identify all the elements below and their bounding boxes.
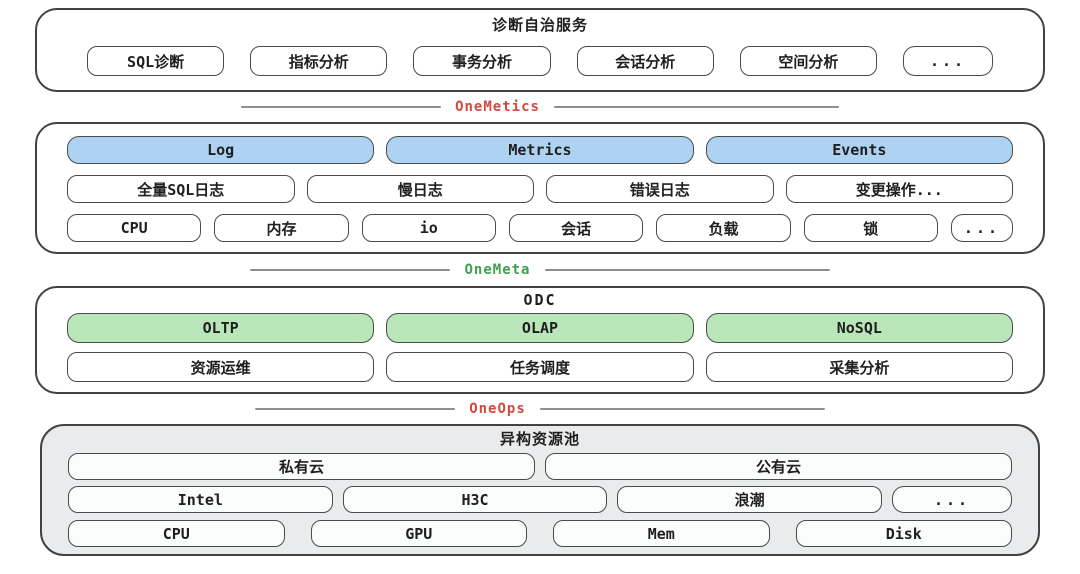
diagnosis-items-row: SQL诊断 指标分析 事务分析 会话分析 空间分析 ... <box>37 46 1043 76</box>
box-full-sql-log: 全量SQL日志 <box>67 175 295 203</box>
cloud-row: 私有云 公有云 <box>42 453 1038 480</box>
divider-line-left <box>250 269 451 271</box>
box-space-analysis: 空间分析 <box>739 46 878 76</box>
divider-line-left <box>241 106 442 108</box>
box-events: Events <box>705 136 1013 164</box>
divider-line-right <box>539 408 825 410</box>
box-nosql: NoSQL <box>705 313 1013 343</box>
divider-onemetics-label: OneMetics <box>455 99 540 115</box>
diagnosis-service-panel: 诊断自治服务 SQL诊断 指标分析 事务分析 会话分析 空间分析 ... <box>35 8 1045 92</box>
divider-onemeta: OneMeta <box>35 254 1045 286</box>
resource-pool-title: 异构资源池 <box>499 430 580 448</box>
onemetics-category-row: Log Metrics Events <box>37 136 1043 164</box>
box-inspur: 浪潮 <box>617 486 883 513</box>
vendor-row: Intel H3C 浪潮 ... <box>42 486 1038 513</box>
box-sql-diagnosis: SQL诊断 <box>87 46 225 76</box>
box-metric-analysis: 指标分析 <box>250 46 388 76</box>
box-olap: OLAP <box>386 313 694 343</box>
box-log: Log <box>67 136 375 164</box>
box-gpu: GPU <box>310 520 527 547</box>
box-memory-metric: 内存 <box>214 214 349 242</box>
divider-line-right <box>553 106 839 108</box>
box-metric-more: ... <box>950 214 1013 242</box>
box-private-cloud: 私有云 <box>68 453 535 480</box>
box-load-metric: 负载 <box>656 214 791 242</box>
box-oltp: OLTP <box>67 313 375 343</box>
box-slow-log: 慢日志 <box>306 175 534 203</box>
box-metrics: Metrics <box>386 136 694 164</box>
architecture-diagram: 诊断自治服务 SQL诊断 指标分析 事务分析 会话分析 空间分析 ... One… <box>35 8 1045 556</box>
odc-engine-row: OLTP OLAP NoSQL <box>37 313 1043 343</box>
divider-oneops: OneOps <box>35 394 1045 424</box>
odc-service-row: 资源运维 任务调度 采集分析 <box>37 352 1043 382</box>
box-disk: Disk <box>795 520 1012 547</box>
divider-line-right <box>544 269 830 271</box>
box-transaction-analysis: 事务分析 <box>413 46 551 76</box>
onemetics-metric-row: CPU 内存 io 会话 负载 锁 ... <box>37 214 1043 242</box>
divider-line-left <box>255 408 456 410</box>
box-cpu: CPU <box>68 520 285 547</box>
box-intel: Intel <box>68 486 333 513</box>
box-task-scheduling: 任务调度 <box>386 352 694 382</box>
box-diagnosis-more: ... <box>903 46 994 76</box>
box-session-metric: 会话 <box>508 214 644 242</box>
box-vendor-more: ... <box>892 486 1013 513</box>
diagnosis-panel-title: 诊断自治服务 <box>491 16 588 34</box>
onemetics-log-row: 全量SQL日志 慢日志 错误日志 变更操作... <box>37 175 1043 203</box>
box-mem: Mem <box>553 520 770 547</box>
box-cpu-metric: CPU <box>67 214 202 242</box>
divider-onemetics: OneMetics <box>35 92 1045 122</box>
box-resource-ops: 资源运维 <box>67 352 375 382</box>
divider-oneops-label: OneOps <box>469 401 526 417</box>
box-session-analysis: 会话分析 <box>576 46 714 76</box>
divider-onemeta-label: OneMeta <box>464 262 531 278</box>
box-change-ops: 变更操作... <box>785 175 1013 203</box>
box-collection-analysis: 采集分析 <box>705 352 1013 382</box>
box-public-cloud: 公有云 <box>545 453 1012 480</box>
onemetics-panel: Log Metrics Events 全量SQL日志 慢日志 错误日志 变更操作… <box>35 122 1045 254</box>
hardware-row: CPU GPU Mem Disk <box>42 520 1038 547</box>
box-error-log: 错误日志 <box>546 175 774 203</box>
odc-panel-title: ODC <box>523 291 557 309</box>
box-lock-metric: 锁 <box>803 214 938 242</box>
box-h3c: H3C <box>342 486 608 513</box>
odc-panel: ODC OLTP OLAP NoSQL 资源运维 任务调度 采集分析 <box>35 286 1045 394</box>
box-io-metric: io <box>361 214 496 242</box>
resource-pool-panel: 异构资源池 私有云 公有云 Intel H3C 浪潮 ... CPU GPU M… <box>40 424 1040 556</box>
